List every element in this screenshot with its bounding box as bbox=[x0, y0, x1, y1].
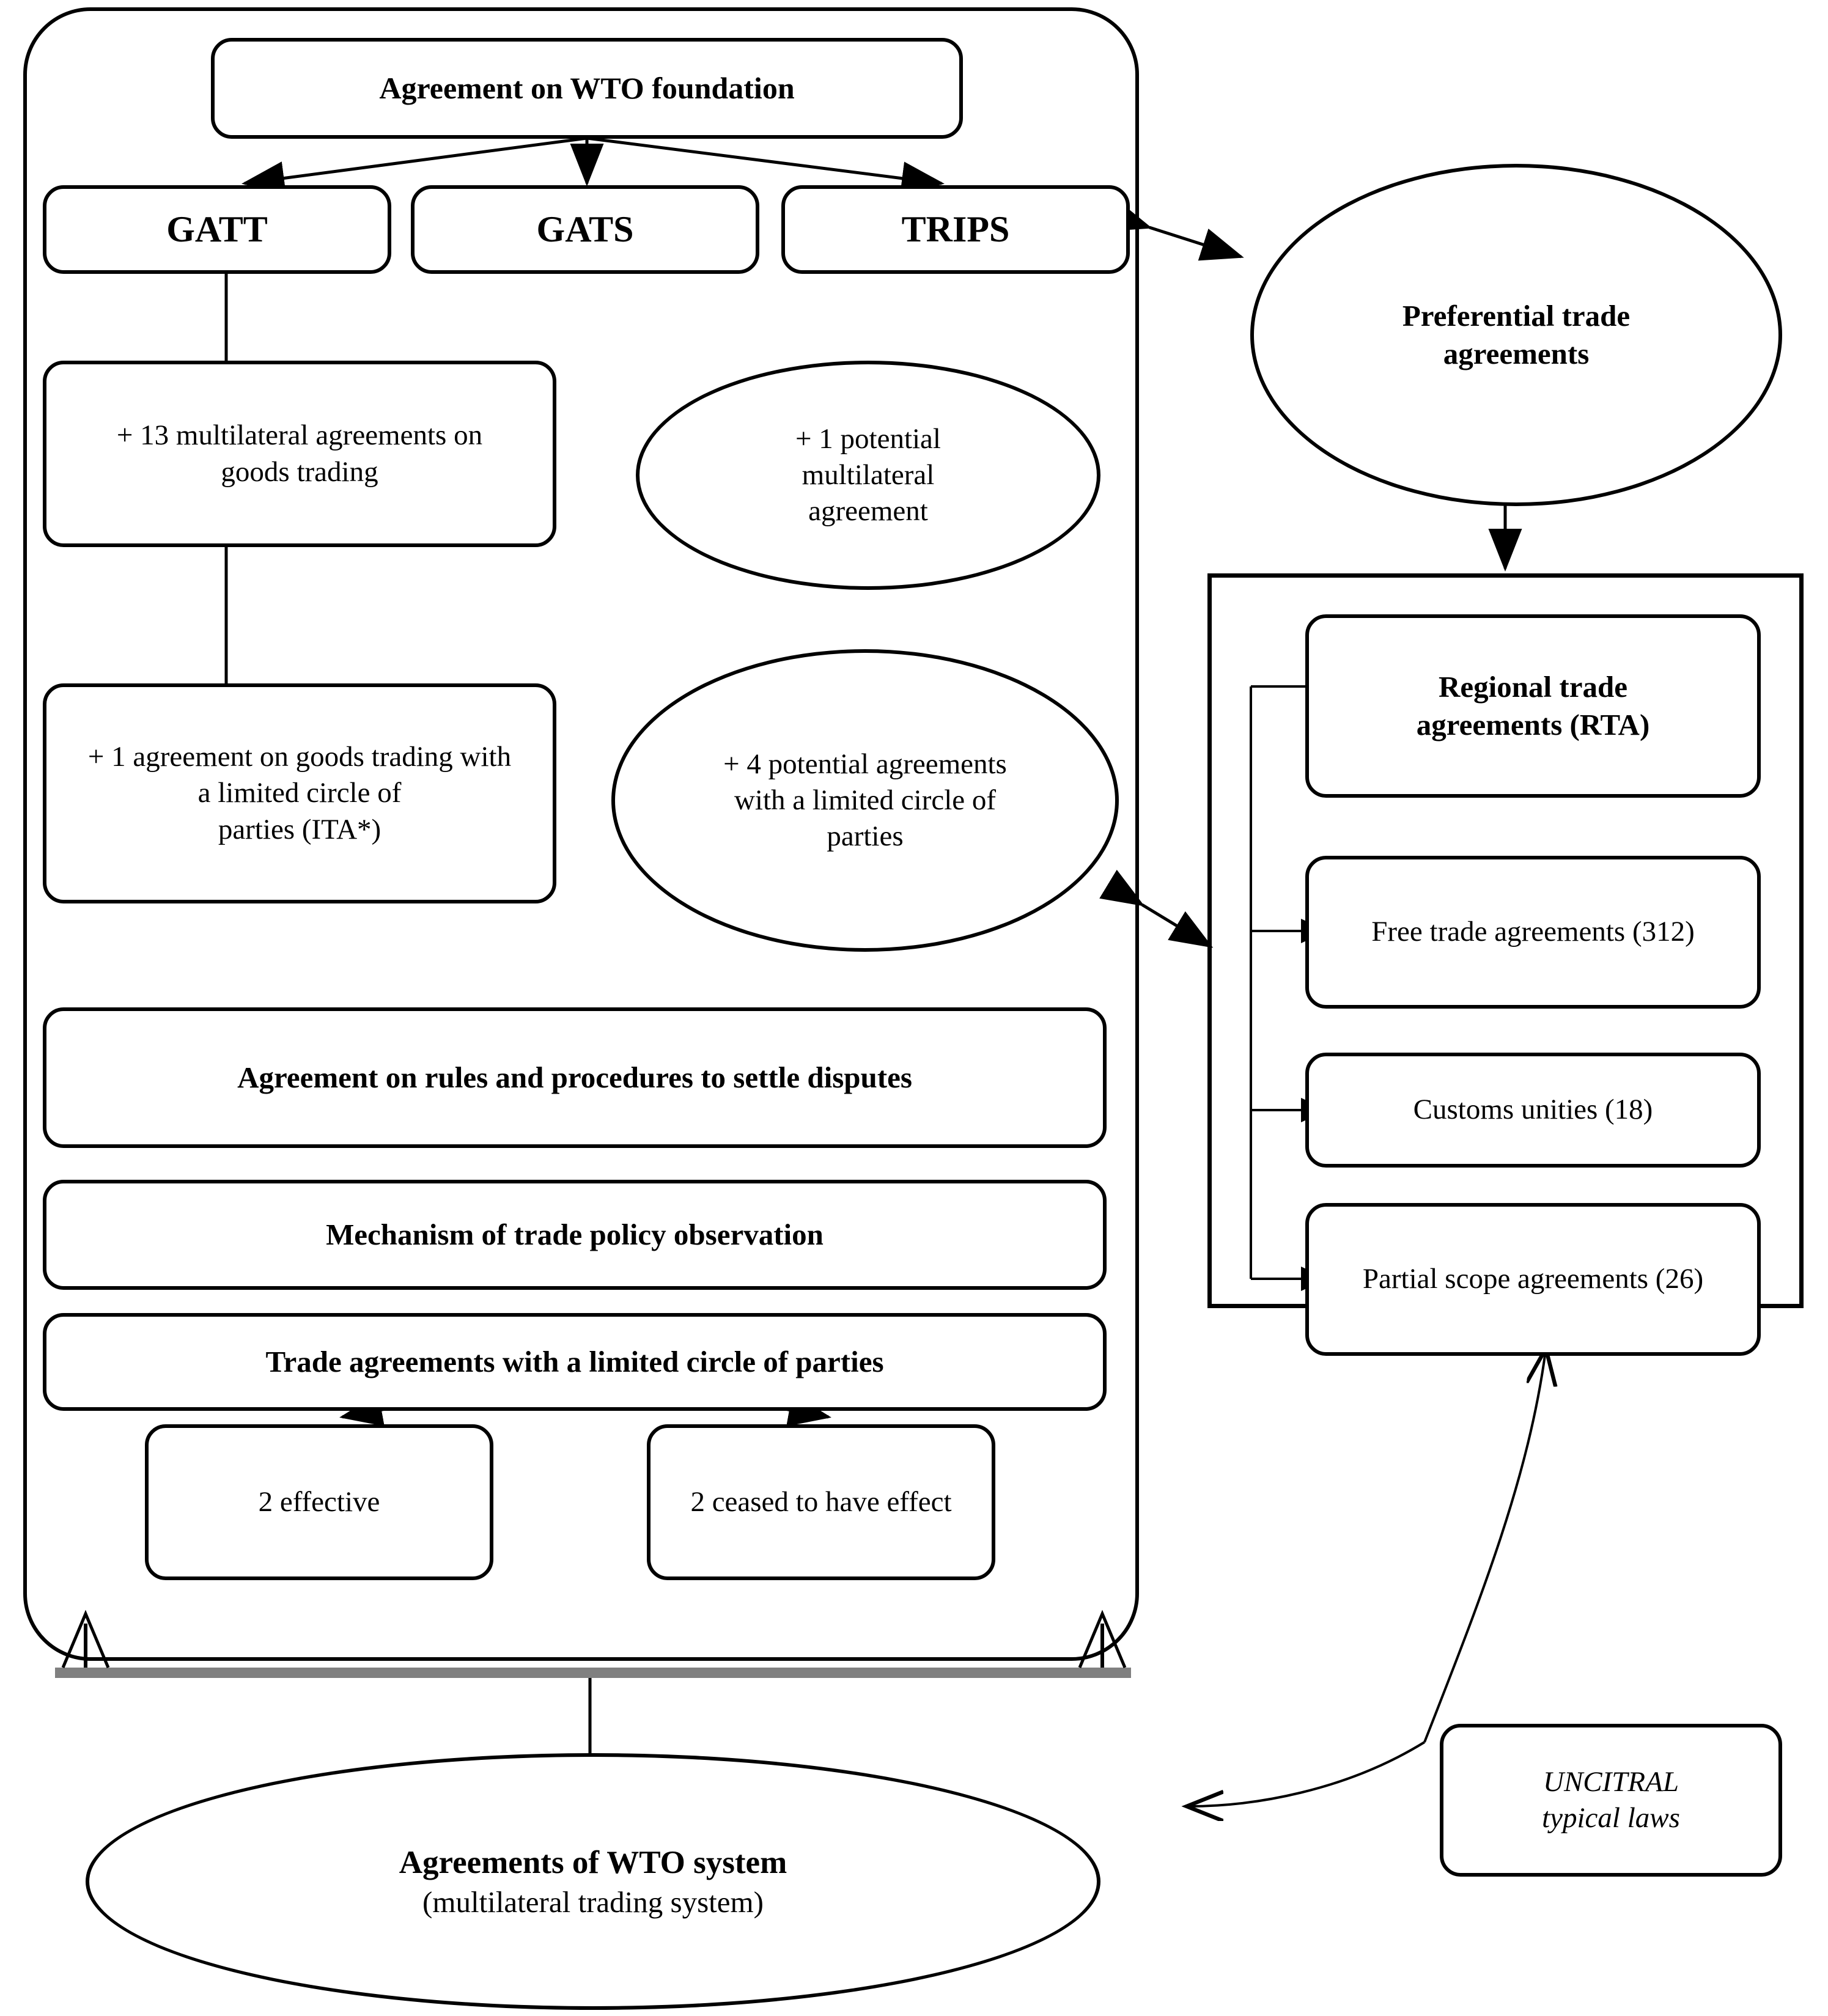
node-label: TRIPS bbox=[901, 208, 1010, 249]
node-label: + 1 potential multilateral agreement bbox=[795, 422, 941, 528]
node-potential-multilateral-agreement[interactable]: + 1 potential multilateral agreement bbox=[636, 361, 1100, 590]
node-agreement-on-wto-foundation[interactable]: Agreement on WTO foundation bbox=[211, 38, 963, 139]
node-label: Preferential trade agreements bbox=[1402, 299, 1631, 370]
node-label: Regional trade agreements (RTA) bbox=[1416, 670, 1650, 741]
node-gatt[interactable]: GATT bbox=[43, 185, 391, 274]
node-label-primary: UNCITRAL bbox=[1543, 1765, 1679, 1798]
node-multilateral-goods-agreements[interactable]: + 13 multilateral agreements on goods tr… bbox=[43, 361, 556, 547]
node-label: Agreement on rules and procedures to set… bbox=[237, 1061, 912, 1095]
node-wto-system-agreements[interactable]: Agreements of WTO system (multilateral t… bbox=[86, 1753, 1100, 2010]
wto-agreements-container bbox=[23, 7, 1139, 1661]
node-label: Customs unities (18) bbox=[1413, 1094, 1653, 1126]
trips-pta-double-arrow bbox=[1106, 199, 1244, 261]
node-partial-scope-agreements[interactable]: Partial scope agreements (26) bbox=[1305, 1203, 1761, 1356]
node-limited-circle-trade-agreements[interactable]: Trade agreements with a limited circle o… bbox=[43, 1313, 1107, 1411]
node-label-primary: Agreements of WTO system bbox=[399, 1844, 787, 1880]
node-label: Partial scope agreements (26) bbox=[1362, 1263, 1704, 1295]
node-label: Free trade agreements (312) bbox=[1371, 916, 1695, 948]
node-label: Mechanism of trade policy observation bbox=[326, 1218, 824, 1252]
node-label: GATS bbox=[536, 208, 634, 249]
node-label: + 1 agreement on goods trading with a li… bbox=[87, 741, 512, 845]
node-trade-policy-observation[interactable]: Mechanism of trade policy observation bbox=[43, 1180, 1107, 1290]
node-regional-trade-agreements[interactable]: Regional trade agreements (RTA) bbox=[1305, 614, 1761, 798]
node-trips[interactable]: TRIPS bbox=[781, 185, 1130, 274]
node-label-secondary: typical laws bbox=[1542, 1802, 1680, 1834]
node-free-trade-agreements[interactable]: Free trade agreements (312) bbox=[1305, 856, 1761, 1009]
node-gats[interactable]: GATS bbox=[411, 185, 759, 274]
node-label: 2 effective bbox=[258, 1485, 380, 1518]
node-label-secondary: (multilateral trading system) bbox=[422, 1885, 764, 1919]
node-ceased-agreements[interactable]: 2 ceased to have effect bbox=[647, 1424, 995, 1580]
node-label: Agreement on WTO foundation bbox=[379, 71, 795, 105]
node-label: + 4 potential agreements with a limited … bbox=[723, 748, 1007, 853]
node-uncitral-typical-laws[interactable]: UNCITRAL typical laws bbox=[1440, 1724, 1782, 1877]
node-limited-circle-goods-agreement-ita[interactable]: + 1 agreement on goods trading with a li… bbox=[43, 683, 556, 903]
node-label: + 13 multilateral agreements on goods tr… bbox=[116, 419, 483, 488]
node-dispute-settlement-agreement[interactable]: Agreement on rules and procedures to set… bbox=[43, 1007, 1107, 1148]
node-label: GATT bbox=[166, 208, 268, 249]
node-potential-limited-circle-agreements[interactable]: + 4 potential agreements with a limited … bbox=[611, 649, 1119, 952]
node-customs-unities[interactable]: Customs unities (18) bbox=[1305, 1053, 1761, 1168]
container-rta-double-arrow bbox=[1099, 869, 1214, 948]
node-preferential-trade-agreements[interactable]: Preferential trade agreements bbox=[1250, 164, 1782, 506]
node-effective-agreements[interactable]: 2 effective bbox=[145, 1424, 493, 1580]
node-label: 2 ceased to have effect bbox=[690, 1485, 952, 1518]
node-label: Trade agreements with a limited circle o… bbox=[265, 1345, 884, 1379]
